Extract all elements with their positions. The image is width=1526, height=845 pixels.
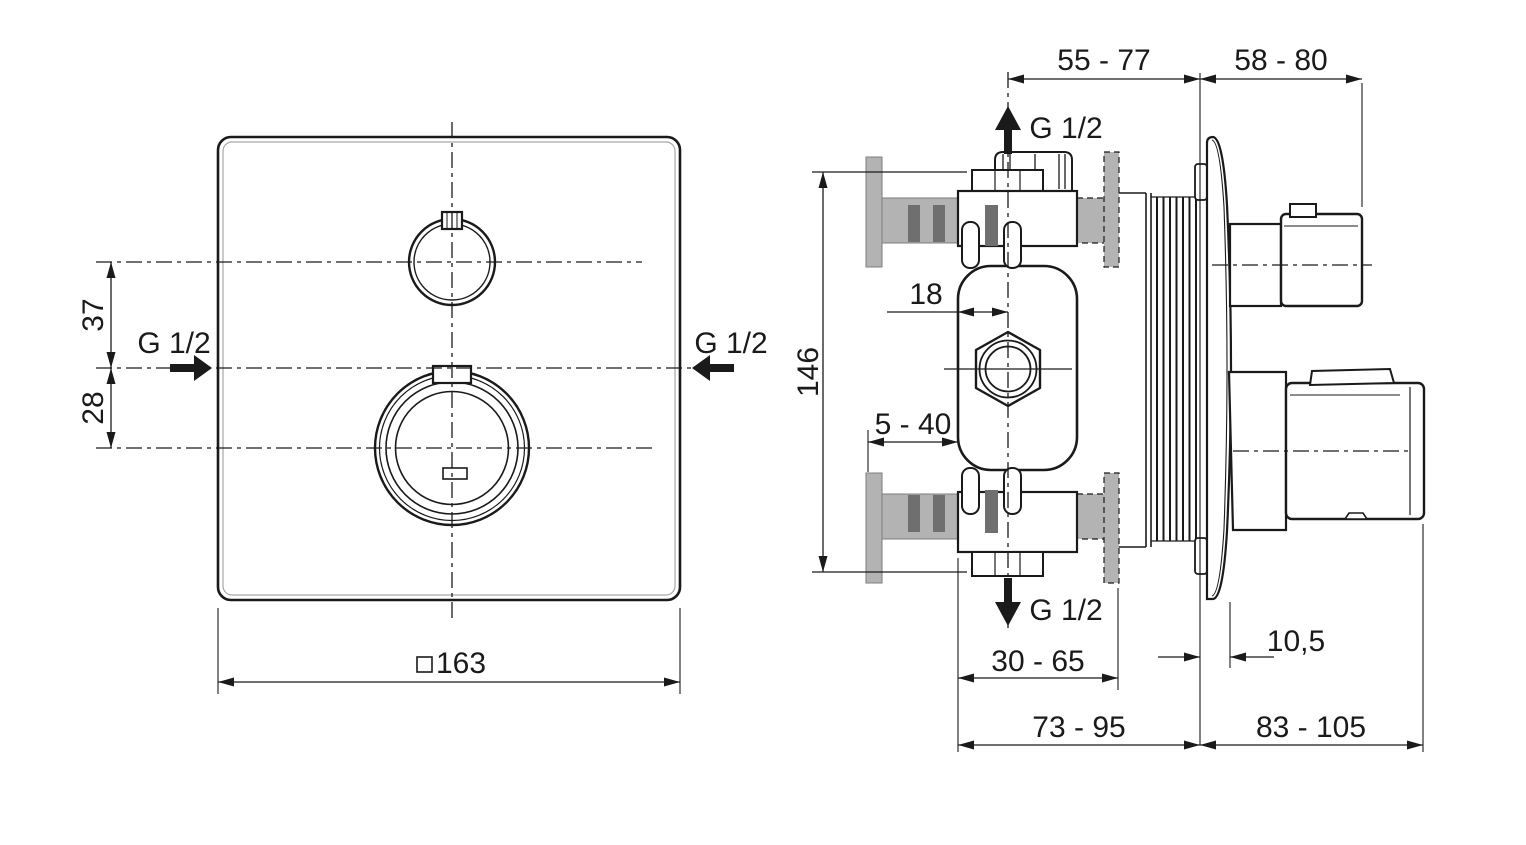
inlet-left-label: G 1/2 [137,327,210,360]
front-inlet-left: G 1/2 [137,327,212,381]
dim-30-65: 30 - 65 [957,558,1119,752]
outlet-top-label: G 1/2 [1029,112,1102,145]
housing-and-sleeve [1119,192,1197,548]
dim-label-10-5: 10,5 [1267,625,1325,658]
dim-55-77: 55 - 77 [1008,44,1200,84]
dim-label-18: 18 [909,278,942,311]
dim-label-146: 146 [792,347,825,397]
inlet-left-arrow-icon [194,355,212,381]
dim-146: 146 [792,171,967,573]
escutcheon-rim-bottom [1194,537,1208,575]
outlet-bottom-arrow-icon [995,602,1021,626]
dim-18: 18 [887,278,1008,317]
dim-label-163: 163 [436,647,486,680]
outlet-top: G 1/2 [995,106,1103,154]
dim-73-95: 73 - 95 [958,711,1200,750]
outlet-bottom: G 1/2 [995,578,1103,627]
dim-5-40: 5 - 40 [867,408,958,472]
inlet-right-label: G 1/2 [694,327,767,360]
inlet-left-arrow-shaft [170,364,194,372]
side-view: G 1/2 G 1/2 55 - 77 58 - 80 [792,44,1426,752]
dim-label-83-105: 83 - 105 [1256,711,1366,744]
front-inlet-right: G 1/2 [692,327,768,381]
dim-10-5: 10,5 [1158,602,1325,668]
outlet-bottom-label: G 1/2 [1029,594,1102,627]
thermostat-handle-side [1212,203,1372,308]
fixing-slot [1003,221,1022,269]
wall-flange-top-left [865,156,883,268]
front-dim-width: 163 [217,608,681,694]
handle-knob [1279,212,1364,308]
wall-flange-top-right [1103,151,1120,268]
handle-ring-outer [407,217,497,307]
dim-label-28: 28 [77,391,110,424]
dim-label-55-77: 55 - 77 [1057,44,1150,77]
volume-handle-side [1227,367,1426,532]
escutcheon-rim-top [1194,163,1208,201]
fixing-slot [961,221,980,269]
front-dim-37-28: 37 28 [77,262,116,448]
handle-grip-tab [1308,367,1396,387]
wall-flange-bottom-right [1103,472,1120,584]
handle-grip-tab [1289,203,1317,218]
outlet-top-arrow-shaft [1004,130,1012,154]
inlet-right-arrow-icon [692,355,710,381]
fixing-slot [961,467,980,515]
volume-bottom-mark [442,467,468,480]
handle-bottom-mark [1343,512,1369,520]
dim-label-30-65: 30 - 65 [991,645,1084,678]
front-view: 37 28 G 1/2 G 1/2 163 [77,122,768,694]
escutcheon [1194,73,1233,745]
dim-label-5-40: 5 - 40 [875,408,952,441]
valve-body [944,205,1079,533]
fixing-slot [1003,467,1022,515]
wall-flange-bottom-left [865,472,883,584]
dim-label-73-95: 73 - 95 [1032,711,1125,744]
dim-label-58-80: 58 - 80 [1234,44,1327,77]
dim-58-80: 58 - 80 [1200,44,1363,207]
ribbed-sleeve [1156,197,1197,541]
dim-83-105: 83 - 105 [1200,524,1424,752]
square-symbol-icon [416,656,433,673]
inlet-right-arrow-shaft [710,364,734,372]
outlet-bottom-arrow-shaft [1004,578,1012,602]
dim-label-37: 37 [77,298,110,331]
outlet-top-arrow-icon [995,106,1021,130]
